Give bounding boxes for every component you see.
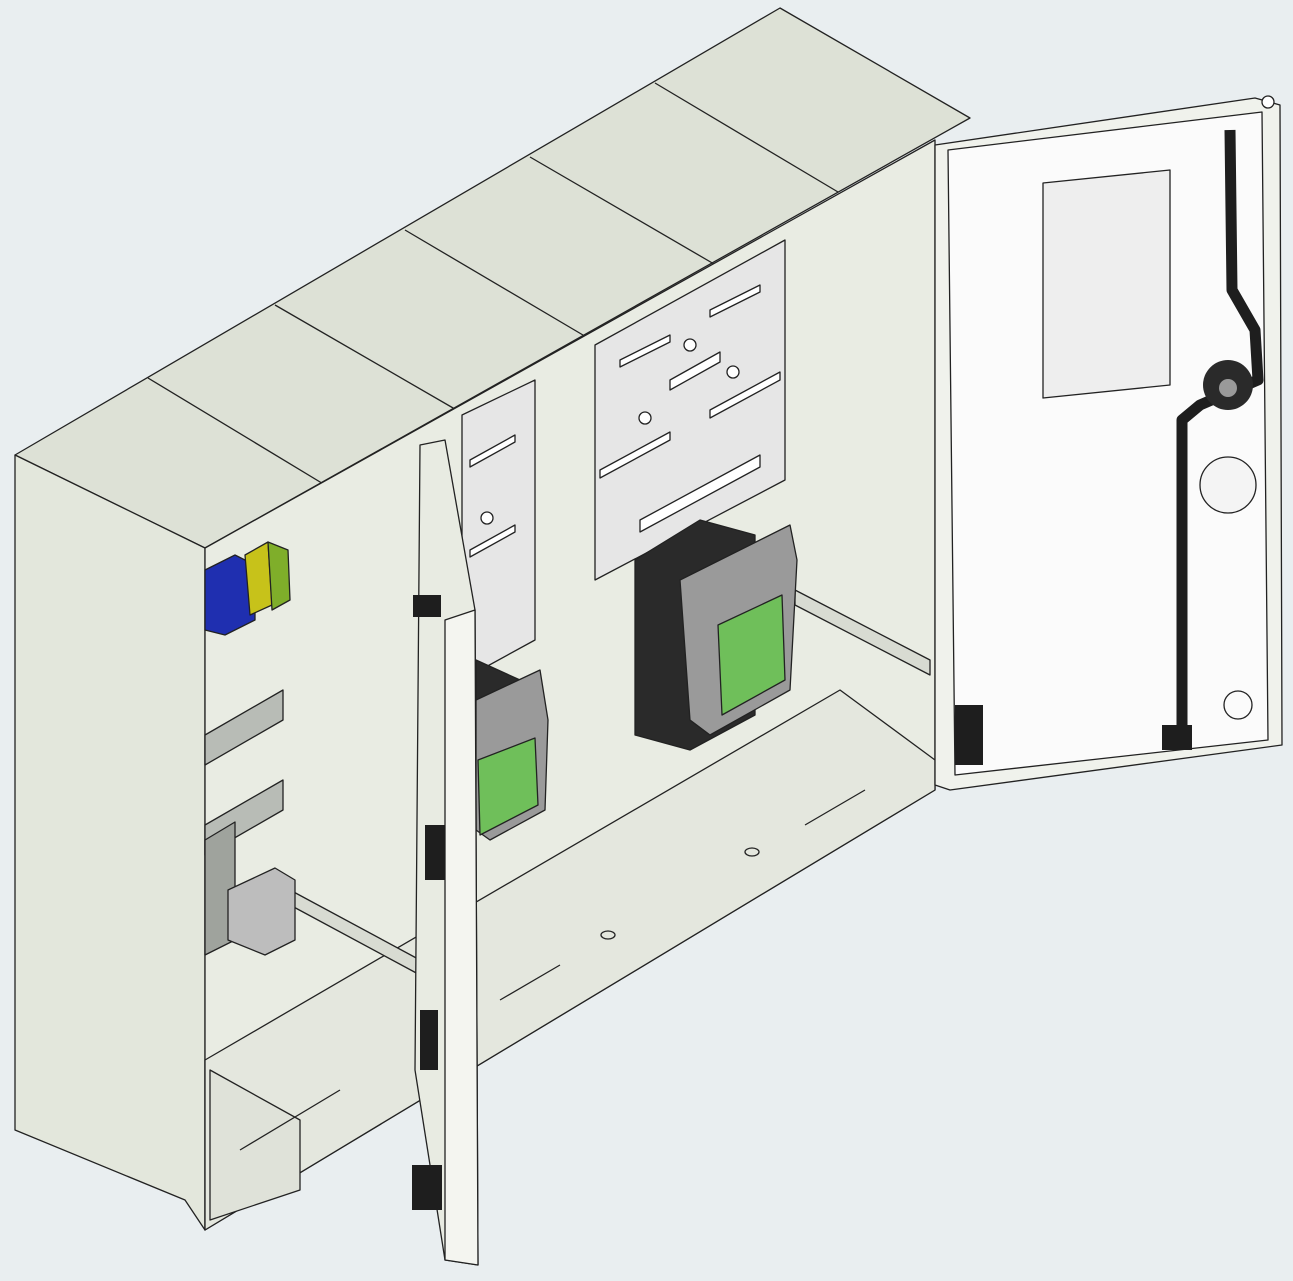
top-seam	[147, 377, 331, 489]
door-lock-center	[1219, 379, 1237, 397]
door-window-cutout	[1042, 169, 1171, 399]
terminal-block-yellow	[244, 541, 273, 616]
floor-hole	[744, 847, 760, 857]
top-seam	[529, 156, 715, 265]
top-seam	[404, 229, 589, 339]
door-lock-rod	[1176, 129, 1264, 740]
door-hinge	[955, 705, 983, 765]
door-latch	[1162, 725, 1192, 750]
door-hook	[1223, 690, 1253, 720]
floor-slot	[499, 964, 561, 1001]
fuse-switch-left	[475, 659, 549, 841]
terminal-block-green	[267, 541, 291, 611]
floor-hole	[600, 930, 616, 940]
terminal-block-blue	[204, 554, 256, 636]
middle-door-edge	[444, 609, 479, 1266]
right-door-inner	[947, 111, 1269, 776]
top-seam	[654, 82, 839, 193]
top-seam	[274, 304, 461, 413]
terminal-block-grey	[227, 867, 296, 956]
din-rail	[204, 689, 284, 766]
cabinet-left-side	[14, 454, 206, 1231]
mounting-plate-right	[594, 239, 786, 581]
fuse-switch-right	[634, 519, 798, 751]
door-lock-gear	[1199, 456, 1257, 514]
floor-section	[209, 1069, 301, 1221]
floor-slot	[239, 1089, 341, 1151]
plate-slots	[469, 284, 781, 558]
door-hinges	[412, 595, 445, 1210]
floor-slot	[804, 789, 866, 826]
door-pin	[1261, 95, 1275, 109]
